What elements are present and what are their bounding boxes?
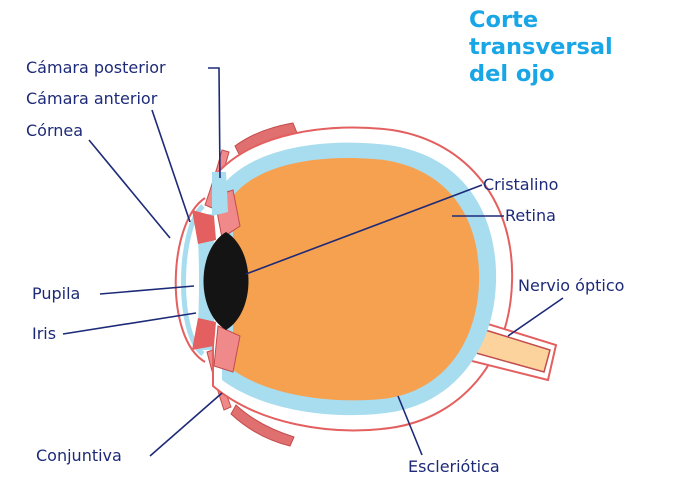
lower-eyelid-muscle <box>230 404 295 447</box>
label-pupila: Pupila <box>32 284 80 303</box>
leader-lines <box>62 67 564 457</box>
leader-camara-anterior <box>151 109 191 223</box>
label-retina: Retina <box>505 206 556 225</box>
lower-iris <box>192 318 216 350</box>
lens <box>203 232 249 330</box>
title-line-1: Corte <box>469 7 538 33</box>
label-esclerotica: Escleriótica <box>408 457 500 476</box>
label-cornea: Córnea <box>26 121 83 140</box>
leader-conjuntiva <box>149 392 223 457</box>
label-cristalino: Cristalino <box>483 175 558 194</box>
leader-nervio-optico <box>507 297 564 337</box>
upper-iris <box>192 210 216 244</box>
lower-ciliary-muscle <box>213 325 241 373</box>
label-conjuntiva: Conjuntiva <box>36 446 122 465</box>
label-camara-posterior: Cámara posterior <box>26 58 166 77</box>
labels: Cámara posterior Cámara anterior Córnea … <box>26 58 624 476</box>
label-nervio-optico: Nervio óptico <box>518 276 624 295</box>
leader-esclerotica <box>397 395 423 456</box>
label-camara-anterior: Cámara anterior <box>26 89 158 108</box>
vitreous-body <box>233 157 480 401</box>
leader-camara-posterior <box>208 67 221 179</box>
posterior-chamber <box>212 172 228 216</box>
title-line-2: transversal <box>469 34 613 60</box>
leader-cristalino <box>245 184 483 275</box>
leader-cornea <box>88 139 171 239</box>
label-iris: Iris <box>32 324 56 343</box>
diagram-title: Corte transversal del ojo <box>469 7 613 87</box>
leader-iris <box>62 312 197 335</box>
leader-pupila <box>99 285 195 295</box>
title-line-3: del ojo <box>469 61 555 87</box>
